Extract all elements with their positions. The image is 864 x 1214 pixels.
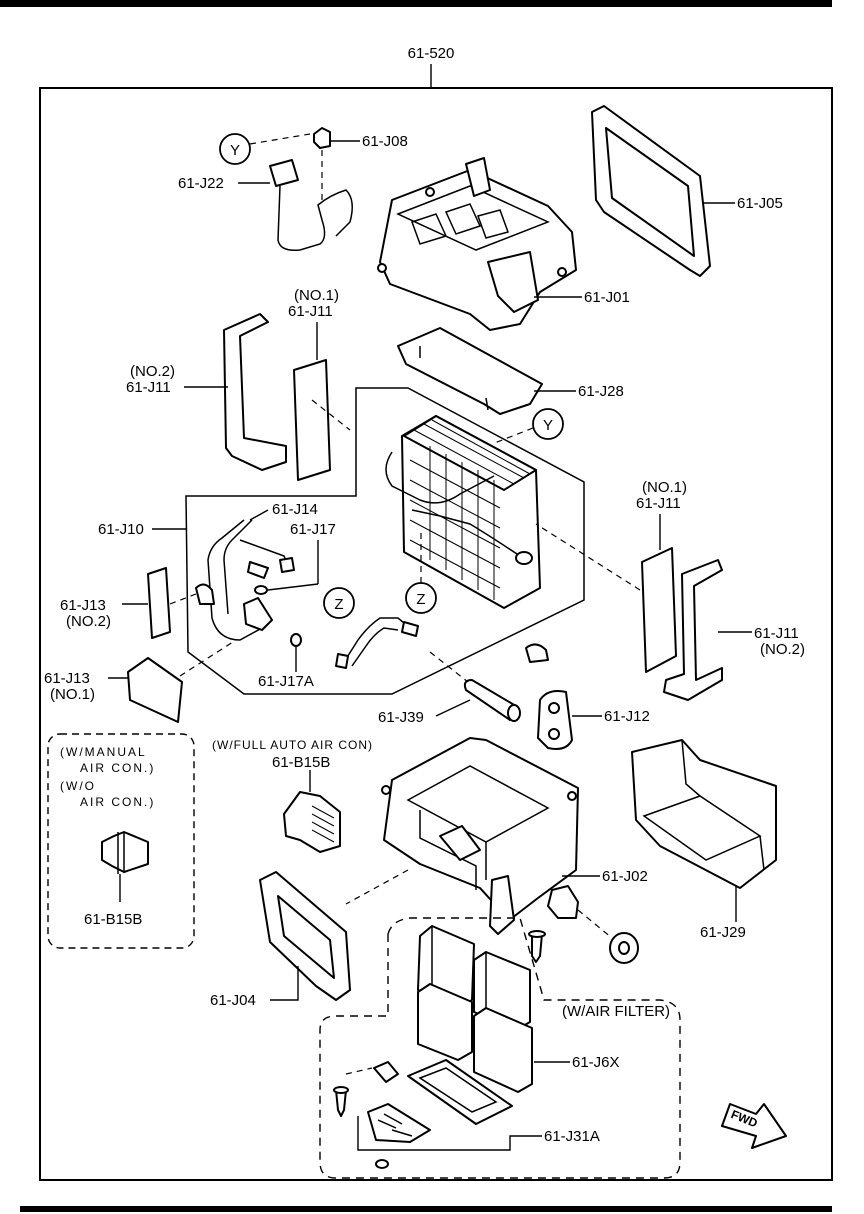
callout-z-right: Z: [405, 530, 437, 614]
part-j28-cover: [397, 327, 576, 415]
assembly-code: 61-520: [408, 45, 455, 62]
part-j22-sensor: [238, 150, 353, 252]
part-j17a-oring: [290, 617, 549, 672]
part-j04-seal: [259, 871, 351, 1001]
note-manual-line2: AIR CON.): [80, 761, 155, 775]
svg-text:Y: Y: [230, 142, 240, 159]
inset-manual-aircon: [47, 733, 195, 949]
label-j17a: 61-J17A: [258, 673, 314, 690]
label-j11-no1-top: 61-J11: [288, 303, 333, 320]
part-j31a-filter-cover: [333, 1059, 542, 1169]
label-b15b-auto: 61-B15B: [272, 754, 330, 771]
label-j6x: 61-J6X: [572, 1054, 620, 1071]
note-air-filter: (W/AIR FILTER): [562, 1003, 670, 1020]
part-grommet-j02: [609, 932, 639, 964]
note-full-auto: (W/FULL AUTO AIR CON): [212, 738, 373, 752]
label-j14: 61-J14: [272, 501, 318, 518]
label-j17: 61-J17: [290, 521, 336, 538]
part-j11-no2-left: [184, 313, 287, 471]
label-j29: 61-J29: [700, 924, 746, 941]
part-j10-evaporator-group: [152, 387, 585, 695]
label-j13-no2-note: (NO.2): [66, 613, 111, 630]
part-j11-no2-right: [663, 559, 752, 701]
part-j39-tube: [429, 651, 521, 722]
label-j28: 61-J28: [578, 383, 624, 400]
part-j17-oring: [254, 540, 319, 595]
part-j13-no1: [108, 639, 237, 723]
label-j13-no1-note: (NO.1): [50, 686, 95, 703]
note-wo-line2: AIR CON.): [80, 795, 155, 809]
label-j39: 61-J39: [378, 709, 424, 726]
note-manual-line1: (W/MANUAL: [60, 745, 147, 759]
part-b15b-auto: [283, 770, 341, 853]
label-b15b-manual: 61-B15B: [84, 911, 142, 928]
callout-z-left: Z: [323, 587, 355, 619]
label-j12: 61-J12: [604, 708, 650, 725]
label-j11-no2-left: 61-J11: [126, 379, 171, 396]
fwd-arrow-icon: FWD: [721, 1103, 787, 1149]
svg-text:Y: Y: [543, 417, 553, 434]
part-j13-no2: [122, 567, 197, 639]
note-wo-line1: (W/O: [60, 779, 96, 793]
label-j22: 61-J22: [178, 175, 224, 192]
label-j10: 61-J10: [98, 521, 144, 538]
part-j29-lower-cover: [631, 739, 777, 922]
label-j11-no2-right-note: (NO.2): [760, 641, 805, 658]
part-j05-seal: [591, 105, 735, 277]
label-j05: 61-J05: [737, 195, 783, 212]
part-j12-grommet: [537, 690, 602, 750]
part-evaporator-core: [385, 415, 541, 609]
part-j08-clip: [313, 127, 360, 149]
label-j13-no1: 61-J13: [44, 670, 90, 687]
label-j01: 61-J01: [584, 289, 630, 306]
part-j01-upper-case: [377, 157, 582, 331]
label-j11-no1-right-note: (NO.1): [642, 479, 687, 496]
label-j31a: 61-J31A: [544, 1128, 600, 1145]
part-j6x-filter: [417, 925, 570, 1093]
label-j11-no2-right: 61-J11: [754, 625, 799, 642]
bottom-rule: [20, 1206, 832, 1212]
label-j02: 61-J02: [602, 868, 648, 885]
part-j11-no1-top: [293, 322, 351, 481]
callout-y-top: Y: [219, 133, 311, 165]
label-j11-no2-left-note: (NO.2): [130, 363, 175, 380]
assembly-frame: [39, 64, 833, 1181]
svg-text:Z: Z: [416, 591, 425, 608]
label-j11-no1-right: 61-J11: [636, 495, 681, 512]
callout-y-mid: Y: [491, 408, 564, 445]
air-filter-group: [319, 917, 681, 1179]
svg-text:Z: Z: [334, 596, 343, 613]
label-j13-no2: 61-J13: [60, 597, 106, 614]
part-j11-no1-right: [535, 514, 677, 673]
part-screw-j02: [528, 909, 613, 963]
part-j02-lower-case: [345, 737, 600, 935]
part-j14-pipes: [195, 509, 295, 641]
label-j04: 61-J04: [210, 992, 256, 1009]
label-j11-no1-top-note: (NO.1): [294, 287, 339, 304]
top-rule: [0, 0, 832, 7]
label-j08: 61-J08: [362, 133, 408, 150]
